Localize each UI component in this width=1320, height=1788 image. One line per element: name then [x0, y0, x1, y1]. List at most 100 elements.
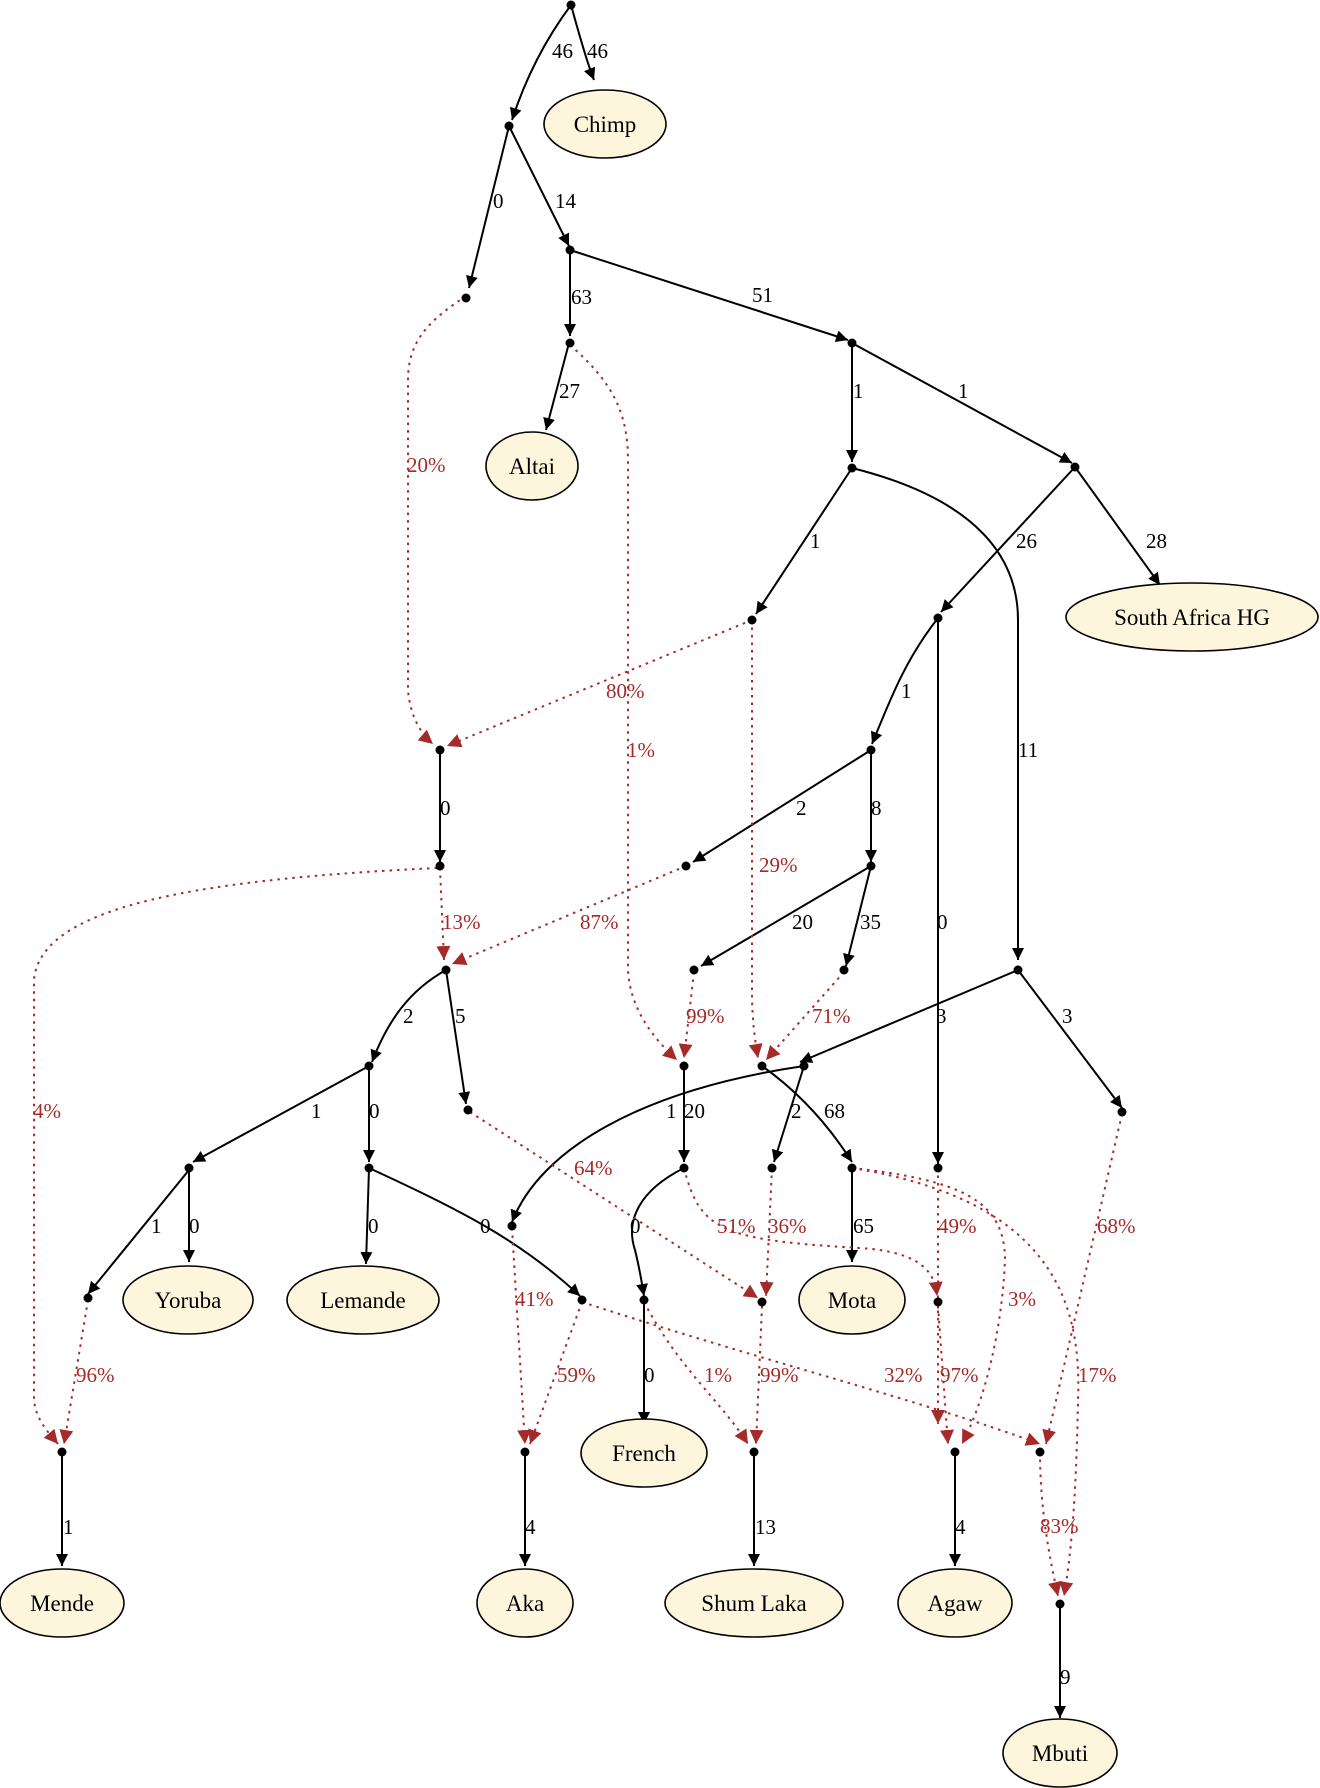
node-n26	[507, 1221, 517, 1231]
node-n12	[689, 965, 699, 975]
drift-label-group: 46 46 0 14 63 51 27 1 1 1 26 28 1 11 0 2…	[63, 39, 1167, 1689]
node-n19	[184, 1163, 194, 1173]
leaf-altai[interactable]: Altai	[485, 431, 579, 501]
node-n3	[847, 338, 857, 348]
admix-n10-to-mix2	[451, 865, 687, 966]
admix-n21-to-mota-mix	[759, 1167, 774, 1297]
node-n6	[747, 615, 757, 625]
admix-n23-to-mbuti	[851, 1167, 1080, 1597]
edge-n11-n13	[843, 865, 872, 967]
drift-label-n11-n13: 35	[860, 910, 881, 934]
edge-n4-n6	[755, 467, 853, 615]
edge-mix2-n14	[370, 969, 447, 1063]
leaf-label-aka: Aka	[506, 1591, 544, 1616]
drift-label-n7-n8: 1	[901, 679, 912, 703]
admix-n24-to-aka	[528, 1301, 583, 1445]
leaf-french[interactable]: French	[580, 1418, 708, 1488]
leaf-label-south-africa-hg: South Africa HG	[1114, 605, 1270, 630]
node-n22	[679, 1163, 689, 1173]
node-n16	[1013, 965, 1023, 975]
leaf-nodes: Chimp Altai South Africa HG Yoruba Leman…	[0, 89, 1319, 1788]
drift-label-n2-n3: 51	[752, 283, 773, 307]
edge-n4-long	[851, 467, 1024, 960]
drift-label-lemande: 0	[368, 1214, 379, 1238]
node-agaw-mix	[933, 1297, 943, 1307]
node-n18	[1117, 1107, 1127, 1117]
leaf-chimp[interactable]: Chimp	[543, 89, 667, 159]
leaf-mota[interactable]: Mota	[798, 1265, 906, 1335]
drift-label-mix1-down: 0	[440, 796, 451, 820]
edge-mix2-n15	[445, 969, 471, 1105]
edge-n1-n2	[508, 125, 570, 247]
node-n1	[504, 121, 514, 131]
pct-label-n6-to-mixF: 29%	[759, 853, 798, 877]
node-n15	[463, 1105, 473, 1115]
drift-label-n7-agaw-branch: 0	[937, 910, 948, 934]
drift-label-mbuti: 9	[1060, 1665, 1071, 1689]
drift-label-root-left: 46	[552, 39, 573, 63]
admix-mix1-to-mende	[33, 867, 438, 1445]
leaf-label-shum-laka: Shum Laka	[701, 1591, 806, 1616]
drift-label-n11-n12: 20	[792, 910, 813, 934]
drift-label-french-anc: 0	[630, 1214, 641, 1238]
edge-mixF-n23	[761, 1065, 853, 1163]
edge-root-left	[510, 4, 572, 121]
leaf-label-french: French	[612, 1441, 676, 1466]
node-n10	[681, 861, 691, 871]
node-mende-mix	[57, 1447, 67, 1457]
drift-label-mix2-n15: 5	[455, 1004, 466, 1028]
leaf-label-mende: Mende	[30, 1591, 94, 1616]
admix-mix1-to-mix2	[436, 867, 451, 961]
drift-label-n2-altai-anc: 63	[571, 285, 592, 309]
leaf-label-chimp: Chimp	[574, 112, 637, 137]
drift-label-french: 0	[644, 1363, 655, 1387]
drift-label-n14-n19: 1	[311, 1099, 322, 1123]
node-n5	[1070, 462, 1080, 472]
drift-label-root-chimp: 46	[587, 39, 608, 63]
drift-label-mix2-n14: 2	[403, 1004, 414, 1028]
node-n25	[933, 1163, 943, 1173]
edge-n14-n19	[192, 1065, 370, 1163]
admixture-edges	[33, 295, 1123, 1597]
drift-label-n3-n5: 1	[958, 379, 969, 403]
drift-label-n8-n11: 8	[871, 796, 882, 820]
leaf-shum-laka[interactable]: Shum Laka	[664, 1568, 844, 1638]
pct-label-altai-anc-to-mixE: 1%	[627, 738, 655, 762]
drift-label-n1-n2: 14	[555, 189, 577, 213]
drift-label-shum-laka: 13	[755, 1515, 776, 1539]
pct-label-ghost-to-mix1: 20%	[407, 453, 446, 477]
pct-label-n15-to-mota-mix: 64%	[574, 1156, 613, 1180]
drift-label-mota: 65	[853, 1214, 874, 1238]
node-n4	[847, 463, 857, 473]
leaf-aka[interactable]: Aka	[476, 1568, 574, 1638]
leaf-label-altai: Altai	[509, 454, 555, 479]
leaf-mbuti[interactable]: Mbuti	[1002, 1718, 1118, 1788]
node-n13	[839, 965, 849, 975]
node-mix1	[435, 745, 445, 755]
admix-ghost-to-mix1	[407, 295, 467, 745]
drift-edges	[56, 4, 1161, 1718]
edge-french-anc	[631, 1167, 685, 1297]
drift-label-mixF-n23: 68	[824, 1099, 845, 1123]
node-n24	[577, 1295, 587, 1305]
edge-n20-n24	[368, 1167, 581, 1297]
leaf-yoruba[interactable]: Yoruba	[122, 1265, 254, 1335]
drift-label-n16-n18: 3	[1062, 1004, 1073, 1028]
leaf-south-africa-hg[interactable]: South Africa HG	[1065, 582, 1319, 652]
leaf-lemande[interactable]: Lemande	[286, 1265, 440, 1335]
edge-altai	[543, 342, 570, 431]
drift-label-agaw: 4	[955, 1515, 966, 1539]
pct-label-n25-to-agaw-mix: 49%	[938, 1214, 977, 1238]
edge-root-chimp	[570, 4, 596, 81]
leaf-mende[interactable]: Mende	[0, 1568, 125, 1638]
pct-label-n18-to-mbuti: 68%	[1097, 1214, 1136, 1238]
leaf-agaw[interactable]: Agaw	[897, 1568, 1013, 1638]
admix-n18-to-mbuti	[1042, 1113, 1123, 1445]
edge-n2-n3	[569, 249, 849, 343]
node-n11	[866, 861, 876, 871]
drift-label-n4-long: 11	[1018, 738, 1038, 762]
admix-agaw-mix-to-agaw	[937, 1305, 954, 1445]
admix-n6-to-mixF	[748, 620, 763, 1059]
edge-n16-n17	[799, 969, 1019, 1063]
